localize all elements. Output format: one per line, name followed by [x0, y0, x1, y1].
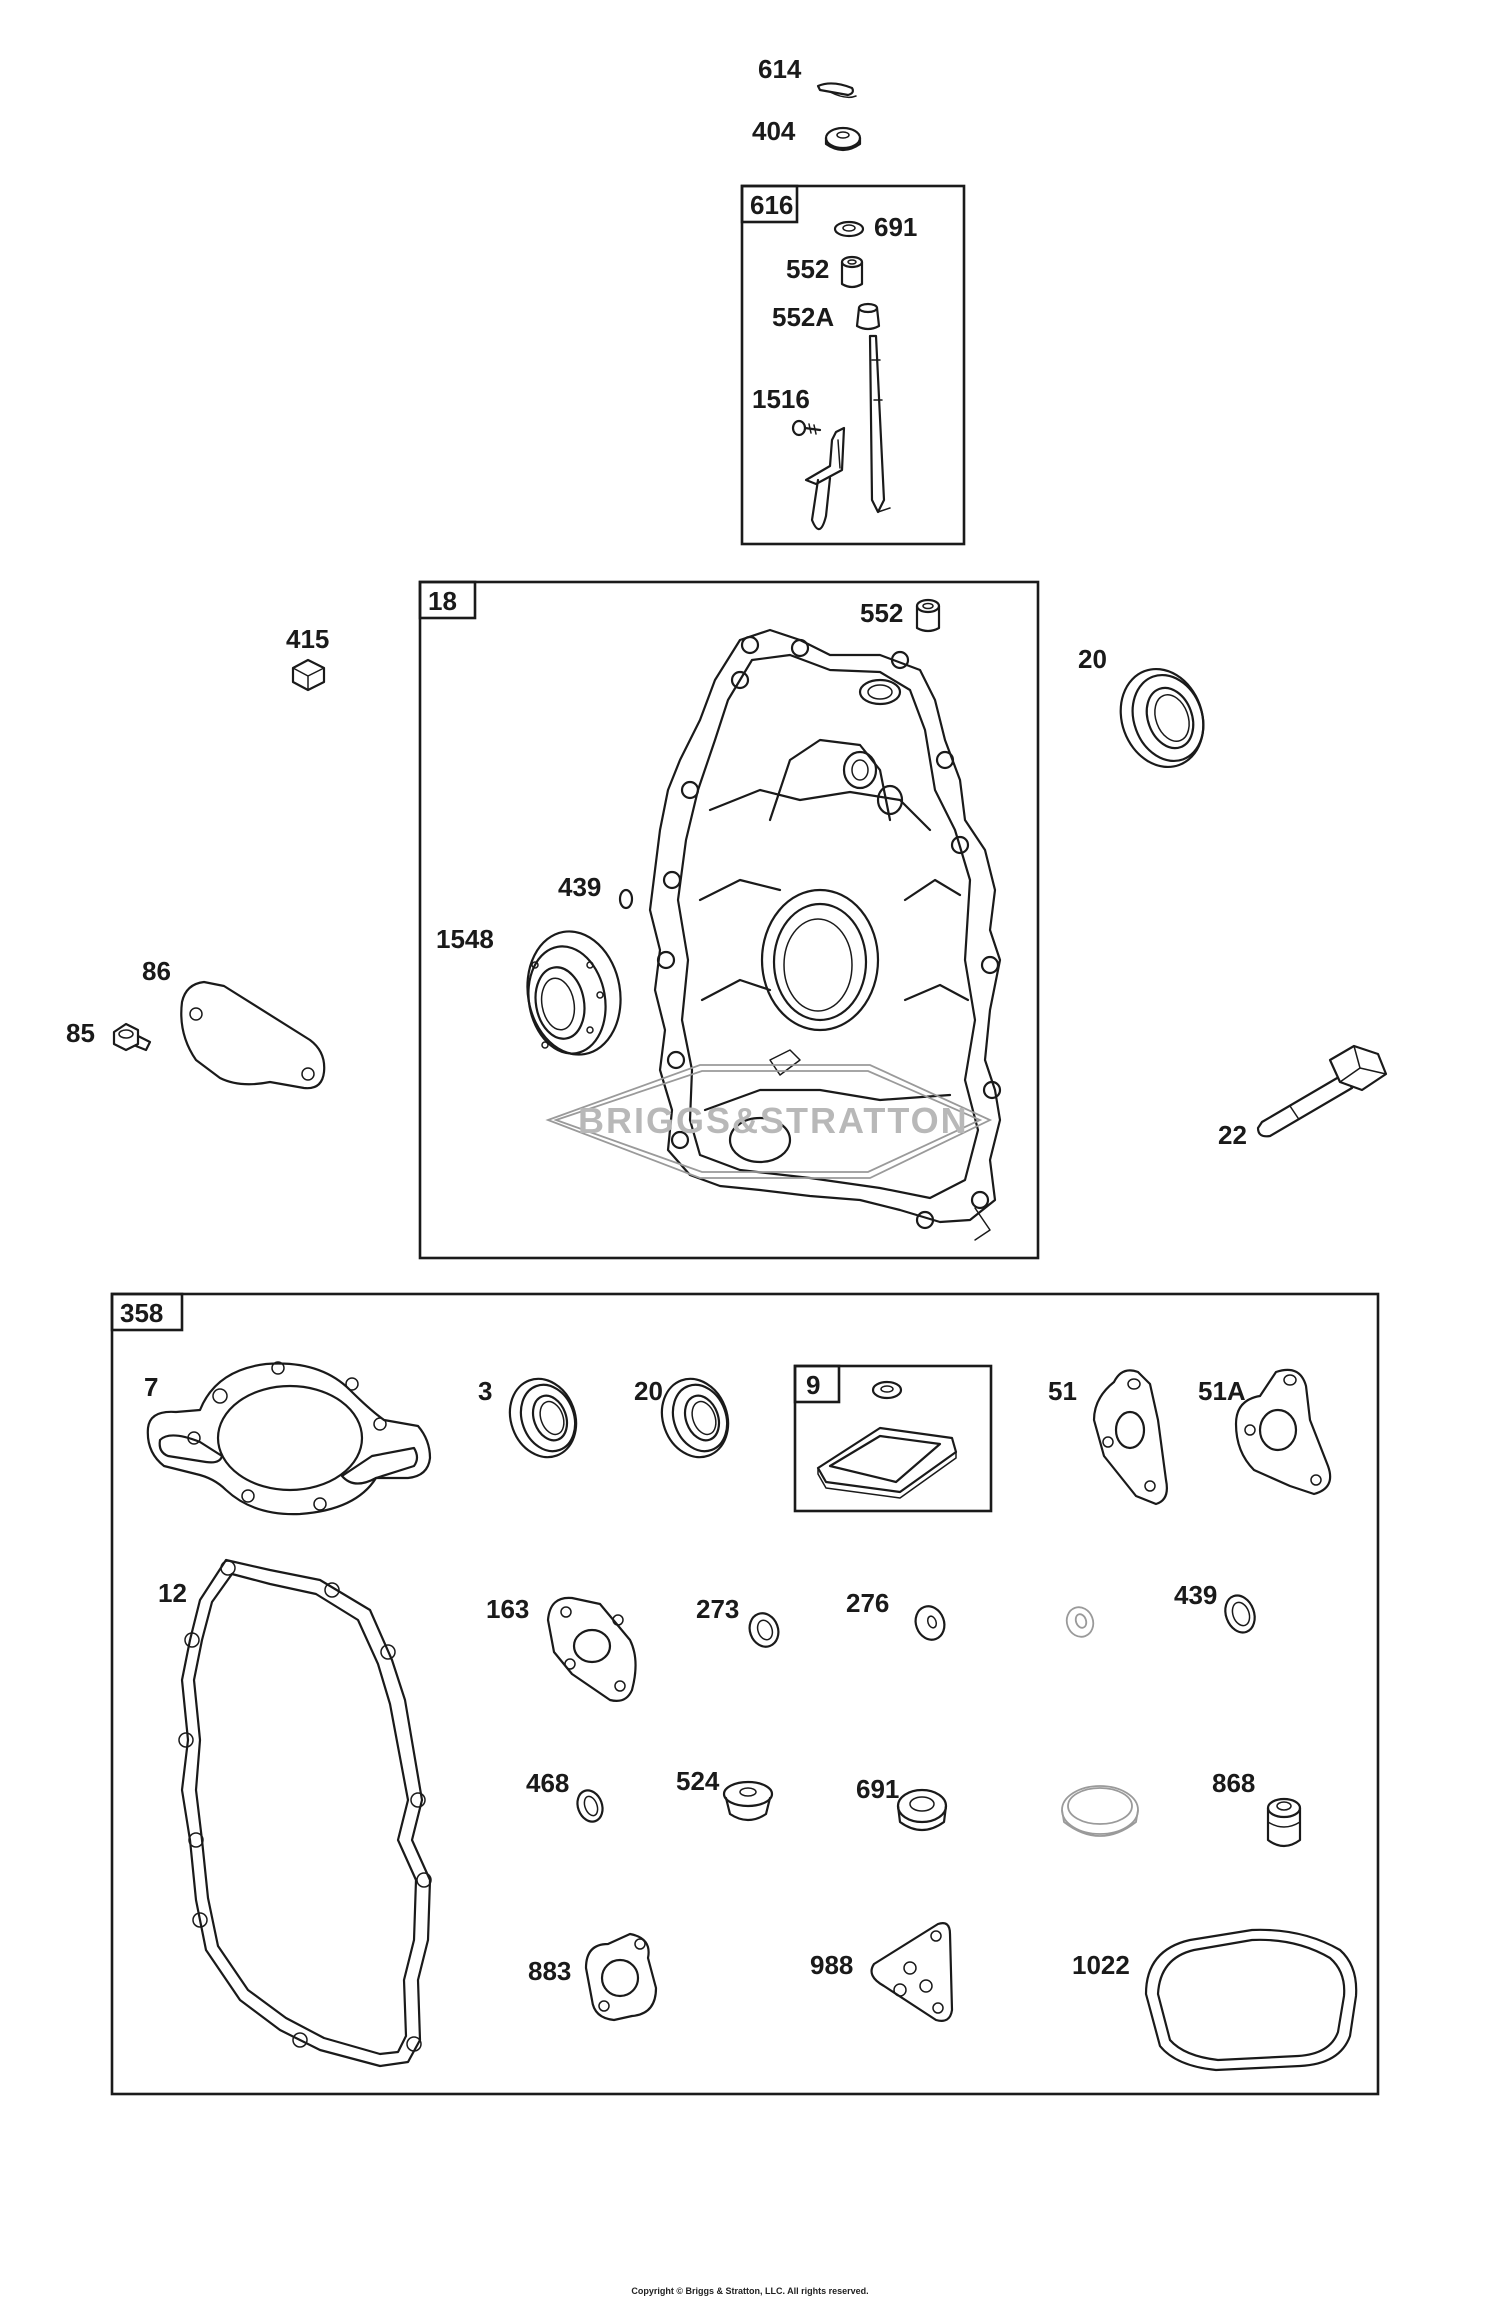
label-1516: 1516 — [752, 384, 810, 414]
part-3-oil-seal — [508, 1377, 578, 1459]
label-22: 22 — [1218, 1120, 1247, 1150]
group-label-358: 358 — [120, 1298, 164, 1328]
label-273: 273 — [696, 1594, 740, 1624]
part-51a-gasket — [1234, 1368, 1332, 1496]
label-524: 524 — [676, 1766, 720, 1796]
part-273-o-ring — [748, 1612, 780, 1648]
part-468-o-ring — [576, 1789, 604, 1823]
label-86: 86 — [142, 956, 171, 986]
label-20: 20 — [1078, 644, 1107, 674]
group-label-18: 18 — [428, 586, 457, 616]
part-552-bushing — [840, 255, 864, 289]
part-988-gasket — [870, 1922, 954, 2022]
briggs-stratton-watermark — [545, 1064, 993, 1179]
group-label-box-616 — [740, 184, 799, 224]
label-163: 163 — [486, 1594, 530, 1624]
label-85: 85 — [66, 1018, 95, 1048]
label-415: 415 — [286, 624, 330, 654]
label-20-358: 20 — [634, 1376, 663, 1406]
part-51-gasket — [1092, 1369, 1168, 1506]
label-552a: 552A — [772, 302, 835, 332]
label-3: 3 — [478, 1376, 493, 1406]
part-614-clip — [816, 82, 857, 99]
part-9-gasket — [816, 1426, 958, 1499]
part-86-gasket — [180, 980, 326, 1090]
label-868: 868 — [1212, 1768, 1256, 1798]
part-governor-shaft — [868, 334, 891, 514]
label-1548: 1548 — [436, 924, 494, 954]
label-12: 12 — [158, 1578, 187, 1608]
group-label-616: 616 — [750, 190, 794, 220]
label-691-358: 691 — [856, 1774, 900, 1804]
group-label-box-358 — [110, 1292, 184, 1332]
part-552a-bushing — [855, 302, 881, 331]
label-988: 988 — [810, 1950, 854, 1980]
group-label-box-18 — [418, 580, 477, 620]
group-box-358 — [110, 1292, 1380, 2096]
part-439-o-ring — [618, 888, 634, 910]
part-1548-bearing — [526, 930, 622, 1056]
label-552-18: 552 — [860, 598, 904, 628]
part-691-seal-358 — [896, 1788, 948, 1832]
label-439: 439 — [558, 872, 602, 902]
part-12-crankcase-gasket — [178, 1558, 432, 2068]
part-552-bushing-18 — [915, 598, 941, 633]
part-163-gasket — [546, 1596, 637, 1702]
part-868-valve-seal — [1266, 1797, 1302, 1848]
part-20-oil-seal — [1119, 667, 1205, 769]
group-label-box-9 — [793, 1364, 841, 1404]
group-box-9 — [793, 1364, 993, 1513]
part-22-bolt — [1256, 1044, 1388, 1138]
label-439-358: 439 — [1174, 1580, 1218, 1610]
part-gray-washer — [1065, 1606, 1095, 1638]
part-1022-gasket — [1144, 1928, 1358, 2072]
copyright-notice: Copyright © Briggs & Stratton, LLC. All … — [631, 2286, 869, 2296]
label-691: 691 — [874, 212, 918, 242]
label-1022: 1022 — [1072, 1950, 1130, 1980]
part-524-plug — [722, 1780, 774, 1822]
label-614: 614 — [758, 54, 802, 84]
part-404-washer — [824, 126, 862, 152]
part-276-washer — [914, 1605, 946, 1641]
label-404: 404 — [752, 116, 796, 146]
part-18-crankcase-cover — [648, 628, 1002, 1241]
group-label-9: 9 — [806, 1370, 821, 1400]
part-439-o-ring-358 — [1224, 1594, 1256, 1634]
label-468: 468 — [526, 1768, 570, 1798]
part-691-seal-small — [833, 220, 865, 238]
label-51: 51 — [1048, 1376, 1077, 1406]
part-governor-lever — [804, 426, 846, 531]
part-7-head-gasket — [146, 1361, 432, 1516]
part-9-small-ring — [871, 1380, 903, 1400]
group-box-18 — [418, 580, 1040, 1260]
part-85-screw — [112, 1022, 152, 1052]
label-883: 883 — [528, 1956, 572, 1986]
part-415-plug — [291, 658, 326, 692]
part-20-oil-seal-358 — [660, 1377, 730, 1459]
label-276: 276 — [846, 1588, 890, 1618]
part-gray-seal-ring — [1061, 1785, 1139, 1837]
label-7: 7 — [144, 1372, 159, 1402]
watermark-text: BRIGGS&STRATTON — [578, 1100, 969, 1141]
part-883-gasket — [584, 1932, 658, 2022]
part-1516-screw — [791, 419, 822, 437]
group-box-616 — [740, 184, 966, 546]
label-552: 552 — [786, 254, 830, 284]
label-51a: 51A — [1198, 1376, 1246, 1406]
